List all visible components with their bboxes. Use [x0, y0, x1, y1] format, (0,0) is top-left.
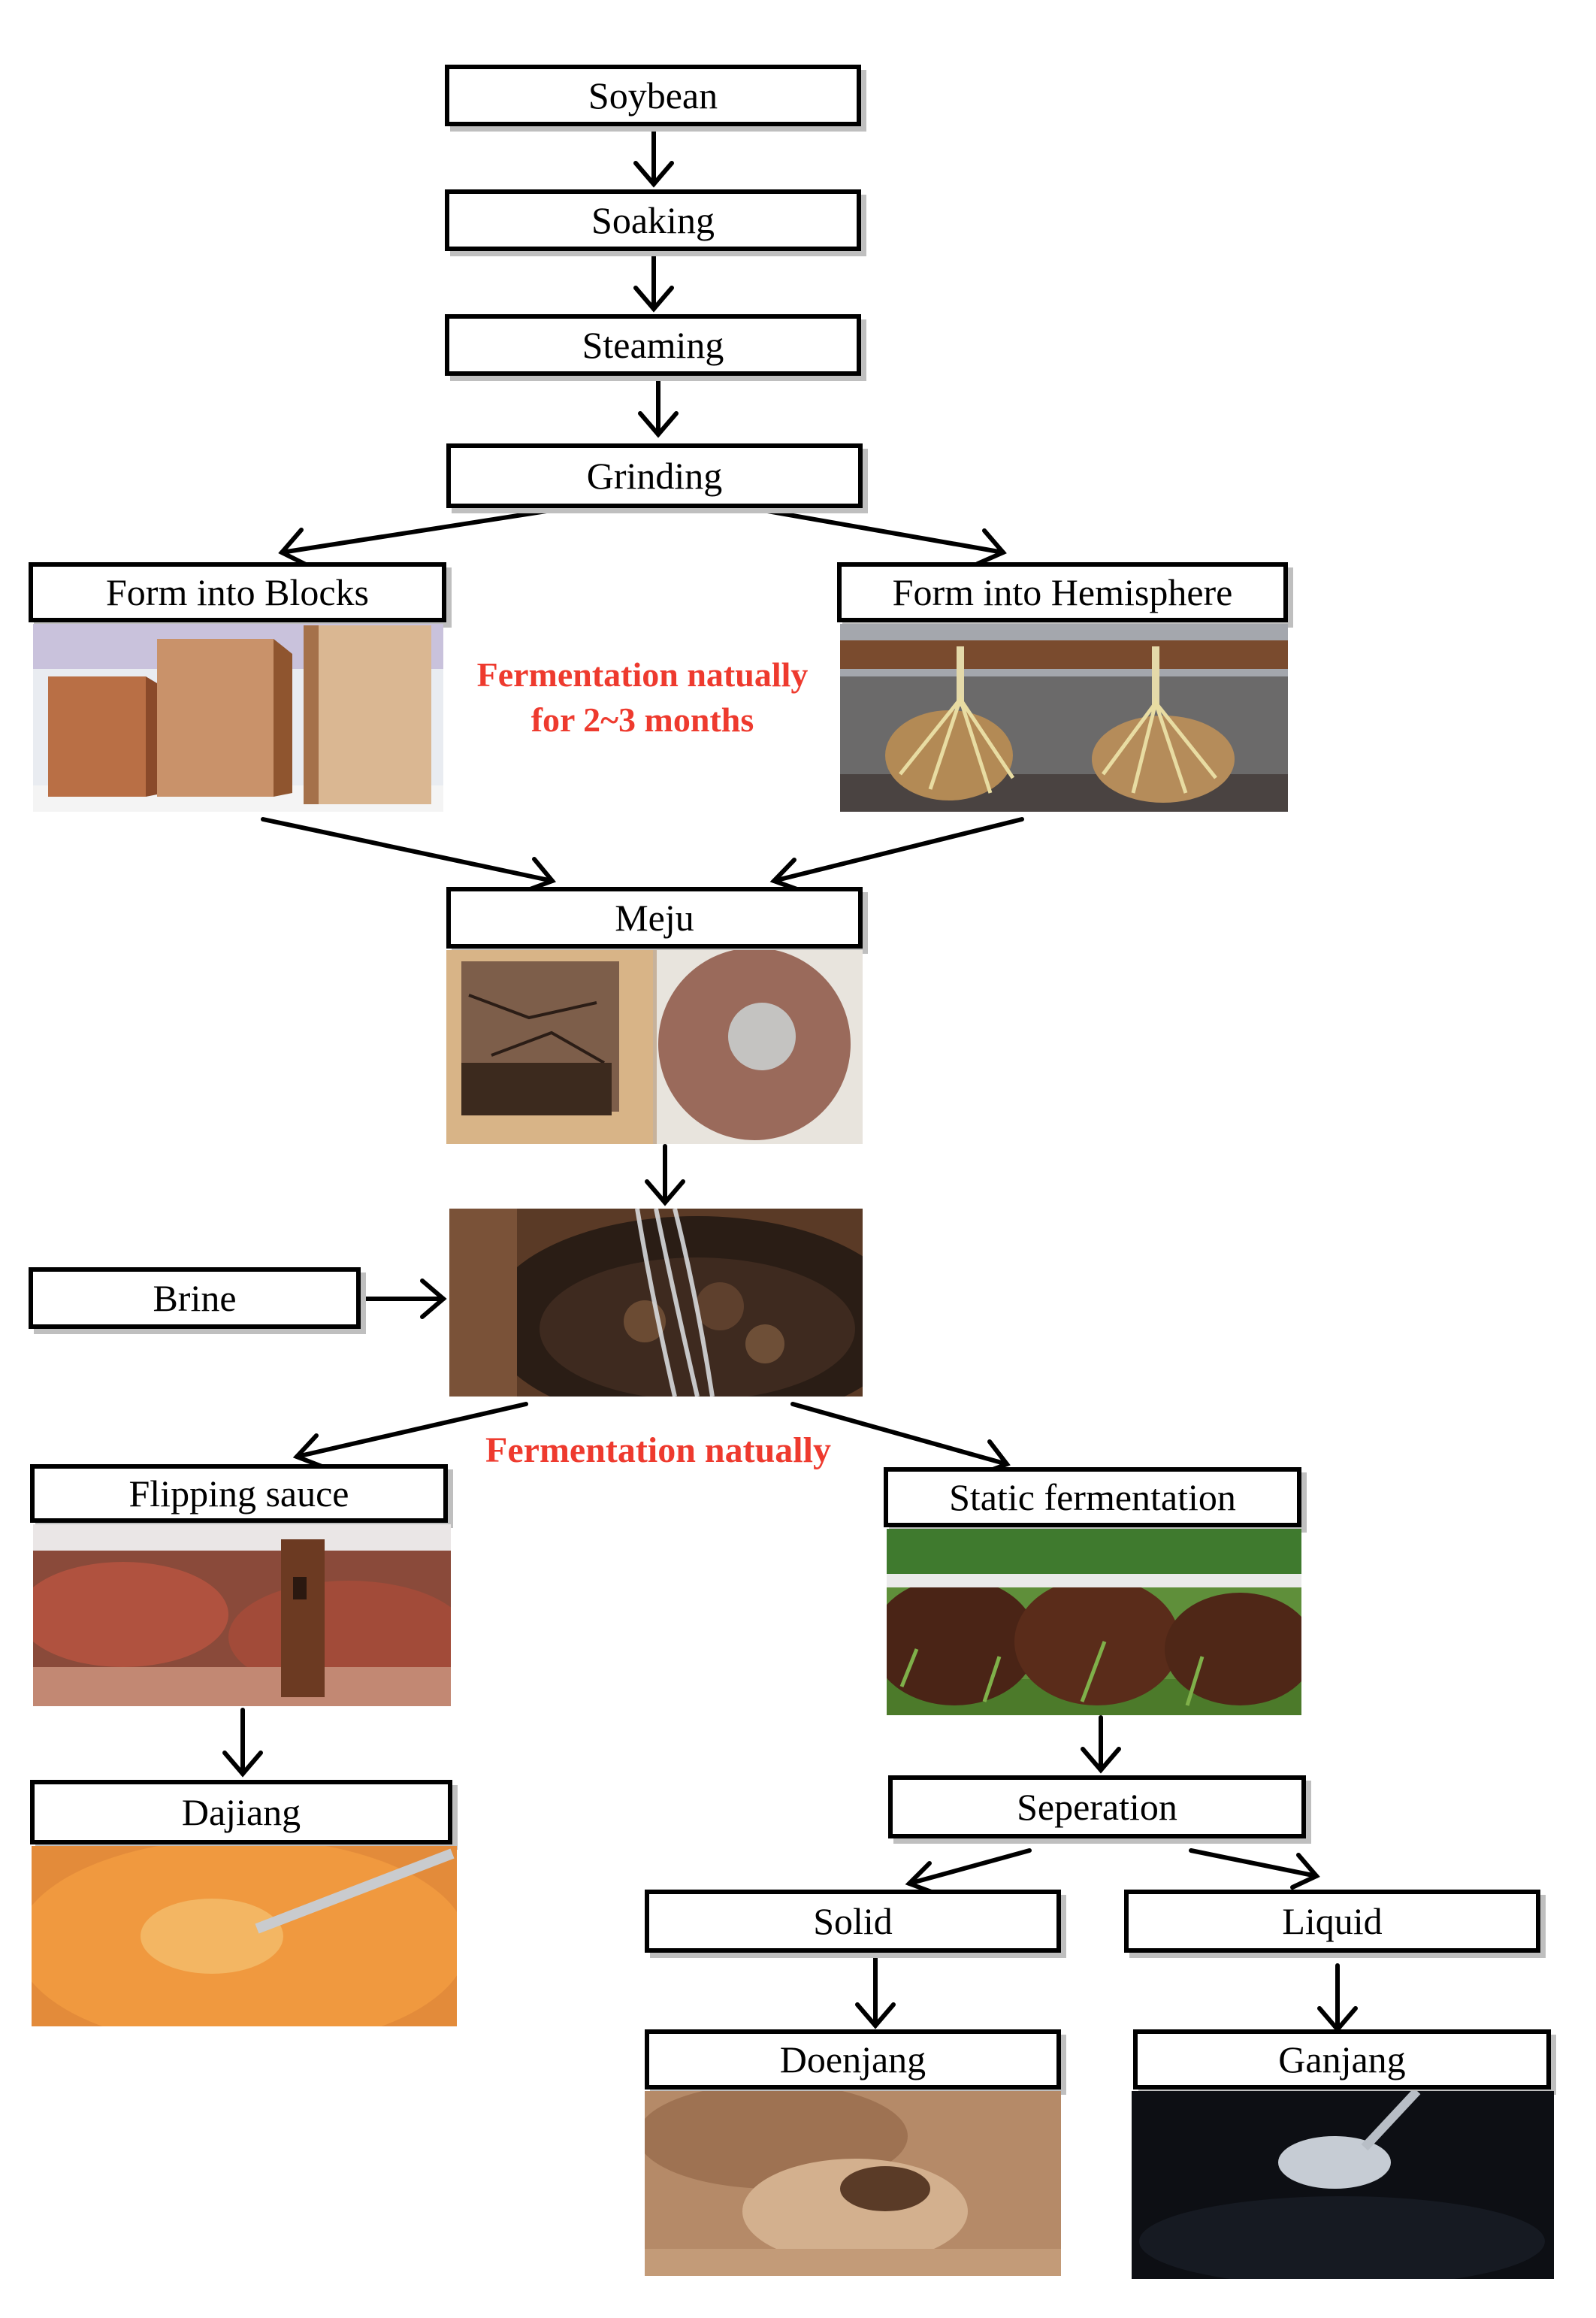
photo-meju-hemispheres-hanging	[840, 624, 1288, 812]
step-brine-label: Brine	[153, 1277, 237, 1319]
step-static-fermentation: Static fermentation	[884, 1467, 1301, 1527]
step-dajiang: Dajiang	[30, 1780, 452, 1844]
step-steaming: Steaming	[445, 314, 861, 376]
step-solid-label: Solid	[813, 1900, 893, 1942]
note-fermentation-months-line2: for 2~3 months	[530, 701, 754, 739]
step-soybean-label: Soybean	[588, 74, 718, 117]
step-separation-label: Seperation	[1017, 1786, 1177, 1828]
step-soaking: Soaking	[445, 189, 861, 251]
step-separation: Seperation	[888, 1775, 1306, 1838]
step-meju: Meju	[446, 887, 863, 949]
note-fermentation-months-line1: Fermentation natually	[476, 655, 809, 694]
step-doenjang: Doenjang	[645, 2029, 1061, 2090]
photo-fermentation-jars	[887, 1529, 1301, 1715]
step-form-into-blocks: Form into Blocks	[29, 562, 446, 622]
step-steaming-label: Steaming	[582, 324, 724, 366]
step-soybean: Soybean	[445, 65, 861, 126]
photo-dajiang	[32, 1846, 457, 2026]
step-brine: Brine	[29, 1267, 361, 1329]
photo-ganjang	[1132, 2091, 1554, 2279]
step-form-into-hemisphere: Form into Hemisphere	[837, 562, 1288, 622]
step-grinding: Grinding	[446, 443, 863, 508]
photo-meju	[446, 950, 863, 1144]
step-flipping-sauce: Flipping sauce	[30, 1464, 448, 1523]
photo-flipping-sauce	[33, 1524, 451, 1706]
note-fermentation-natually: Fermentation natually	[485, 1430, 831, 1470]
step-soaking-label: Soaking	[591, 199, 715, 241]
step-solid: Solid	[645, 1890, 1061, 1953]
step-ganjang-label: Ganjang	[1278, 2038, 1406, 2080]
step-grinding-label: Grinding	[586, 455, 723, 497]
photo-pot-with-brine	[449, 1209, 863, 1397]
step-form-into-hemisphere-label: Form into Hemisphere	[892, 571, 1233, 613]
step-dajiang-label: Dajiang	[181, 1791, 301, 1833]
step-meju-label: Meju	[615, 897, 694, 939]
photo-doenjang	[645, 2091, 1061, 2276]
step-ganjang: Ganjang	[1133, 2029, 1551, 2090]
step-flipping-sauce-label: Flipping sauce	[128, 1472, 349, 1515]
step-form-into-blocks-label: Form into Blocks	[105, 571, 370, 613]
note-fermentation-months: Fermentation natually for 2~3 months	[451, 652, 834, 743]
step-doenjang-label: Doenjang	[779, 2038, 926, 2080]
step-liquid-label: Liquid	[1282, 1900, 1383, 1942]
photo-soybean-blocks	[33, 624, 443, 812]
step-static-fermentation-label: Static fermentation	[949, 1476, 1236, 1518]
step-liquid: Liquid	[1124, 1890, 1540, 1953]
